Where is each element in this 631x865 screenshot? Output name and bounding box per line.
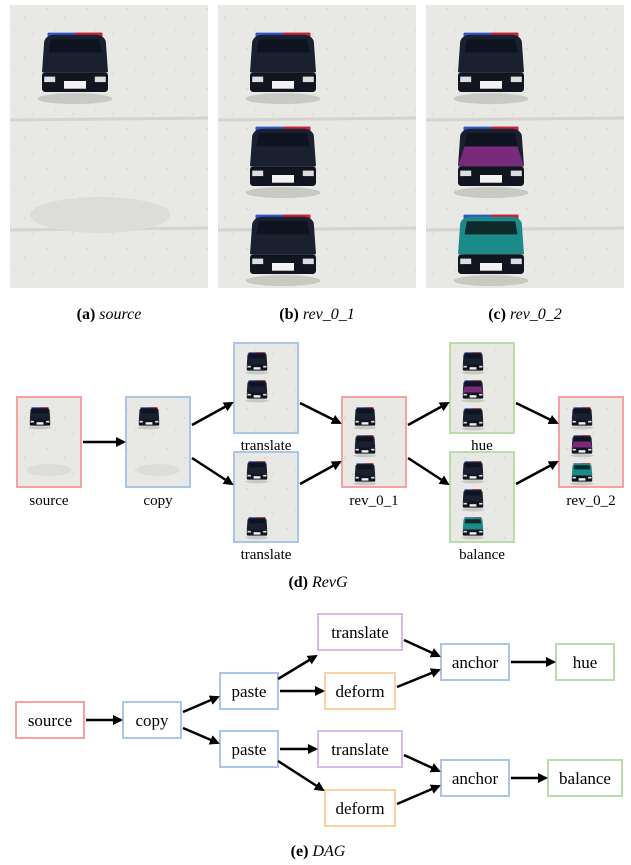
revg-edge: [407, 401, 450, 427]
revg-node-rev-0-2: [558, 396, 624, 488]
svg-text:hue: hue: [573, 653, 598, 672]
revg-label-rev-0-1: rev_0_1: [349, 493, 398, 509]
revg-edges: [83, 401, 559, 486]
dag-edge: [396, 784, 441, 806]
svg-text:paste: paste: [232, 740, 267, 759]
svg-text:deform: deform: [335, 799, 384, 818]
caption-b: (b)rev_0_1: [279, 306, 354, 323]
svg-text:copy: copy: [135, 711, 169, 730]
revg-edge: [299, 460, 342, 486]
svg-text:balance: balance: [559, 769, 611, 788]
revg-label-balance: balance: [459, 547, 505, 563]
caption-c: (c)rev_0_2: [488, 306, 562, 323]
dag-edge: [182, 695, 220, 714]
revg-label-hue: hue: [471, 438, 493, 454]
revg-label-translate-bottom: translate: [241, 547, 292, 563]
svg-text:translate: translate: [331, 740, 389, 759]
svg-text:anchor: anchor: [452, 653, 499, 672]
revg-node-source: [16, 396, 82, 488]
revg-node-hue: [449, 342, 515, 434]
dag-node-anchor-bottom: anchor: [440, 759, 510, 797]
revg-label-copy: copy: [143, 493, 173, 509]
dag-node-copy: copy: [122, 701, 182, 739]
dag-node-source: source: [15, 701, 85, 739]
revg-edge: [191, 456, 234, 486]
dag-edge: [277, 654, 318, 681]
svg-text:anchor: anchor: [452, 769, 499, 788]
caption-e: (e)DAG: [291, 843, 346, 860]
svg-text:source: source: [28, 711, 72, 730]
dag-node-paste-top: paste: [219, 672, 279, 710]
panel-b-image: [217, 5, 417, 288]
svg-text:translate: translate: [331, 623, 389, 642]
revg-edge: [407, 456, 450, 486]
dag-node-paste-bottom: paste: [219, 730, 279, 768]
dag-edge: [277, 759, 325, 792]
dag-edge: [403, 638, 441, 658]
revg-label-source: source: [29, 493, 68, 509]
revg-node-translate-top: [233, 342, 299, 434]
dag-node-deform-bottom: deform: [324, 789, 396, 827]
dag-node-translate-bottom: translate: [317, 730, 403, 768]
revg-node-translate-bottom: [233, 451, 299, 543]
revg-edge: [191, 401, 234, 427]
dag-node-anchor-top: anchor: [440, 643, 510, 681]
revg-node-copy: [125, 396, 191, 488]
dag-graph: source copy paste paste translate deform…: [15, 613, 623, 827]
revg-node-rev-0-1: [341, 396, 407, 488]
revg-edge: [515, 460, 559, 486]
dag-node-hue: hue: [555, 643, 615, 681]
dag-edge: [396, 668, 441, 689]
dag-node-balance: balance: [547, 759, 623, 797]
revg-edge: [515, 401, 559, 425]
revg-node-balance: [449, 451, 515, 543]
revg-edge: [299, 401, 342, 425]
panel-c-image: [425, 5, 625, 288]
dag-edges: [86, 638, 556, 806]
dag-node-translate-top: translate: [317, 613, 403, 651]
caption-a: (a)source: [77, 306, 142, 323]
revg-label-translate-top: translate: [241, 438, 292, 454]
svg-text:paste: paste: [232, 682, 267, 701]
revg-label-rev-0-2: rev_0_2: [566, 493, 615, 509]
dag-edge: [182, 726, 220, 745]
dag-edge: [403, 753, 441, 773]
caption-d: (d)RevG: [288, 574, 348, 591]
dag-node-deform-top: deform: [324, 672, 396, 710]
svg-text:deform: deform: [335, 682, 384, 701]
panel-a-image: [9, 5, 209, 288]
